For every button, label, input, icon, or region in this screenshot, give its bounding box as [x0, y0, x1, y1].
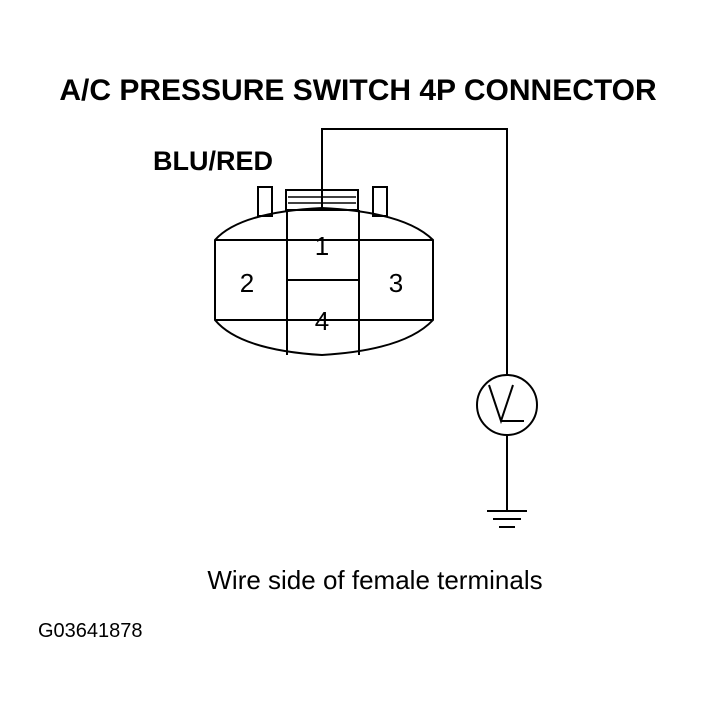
voltmeter-icon: [476, 374, 538, 436]
wire-color-label: BLU/RED: [153, 146, 273, 176]
figure-code: G03641878: [38, 620, 143, 642]
latch-bar: [285, 189, 359, 211]
terminal-3-label: 3: [389, 268, 403, 298]
terminal-2-label: 2: [240, 268, 254, 298]
ground-icon: [487, 510, 527, 528]
diagram-title: A/C PRESSURE SWITCH 4P CONNECTOR: [59, 74, 657, 107]
connector-housing: 1 2 3 4: [214, 186, 434, 357]
lock-tab-right: [372, 186, 388, 217]
terminal-4-label: 4: [315, 306, 329, 336]
diagram-caption: Wire side of female terminals: [207, 565, 542, 595]
terminal-1-label: 1: [315, 231, 329, 261]
test-lead-wire: [321, 128, 508, 376]
lock-tab-left: [257, 186, 273, 217]
